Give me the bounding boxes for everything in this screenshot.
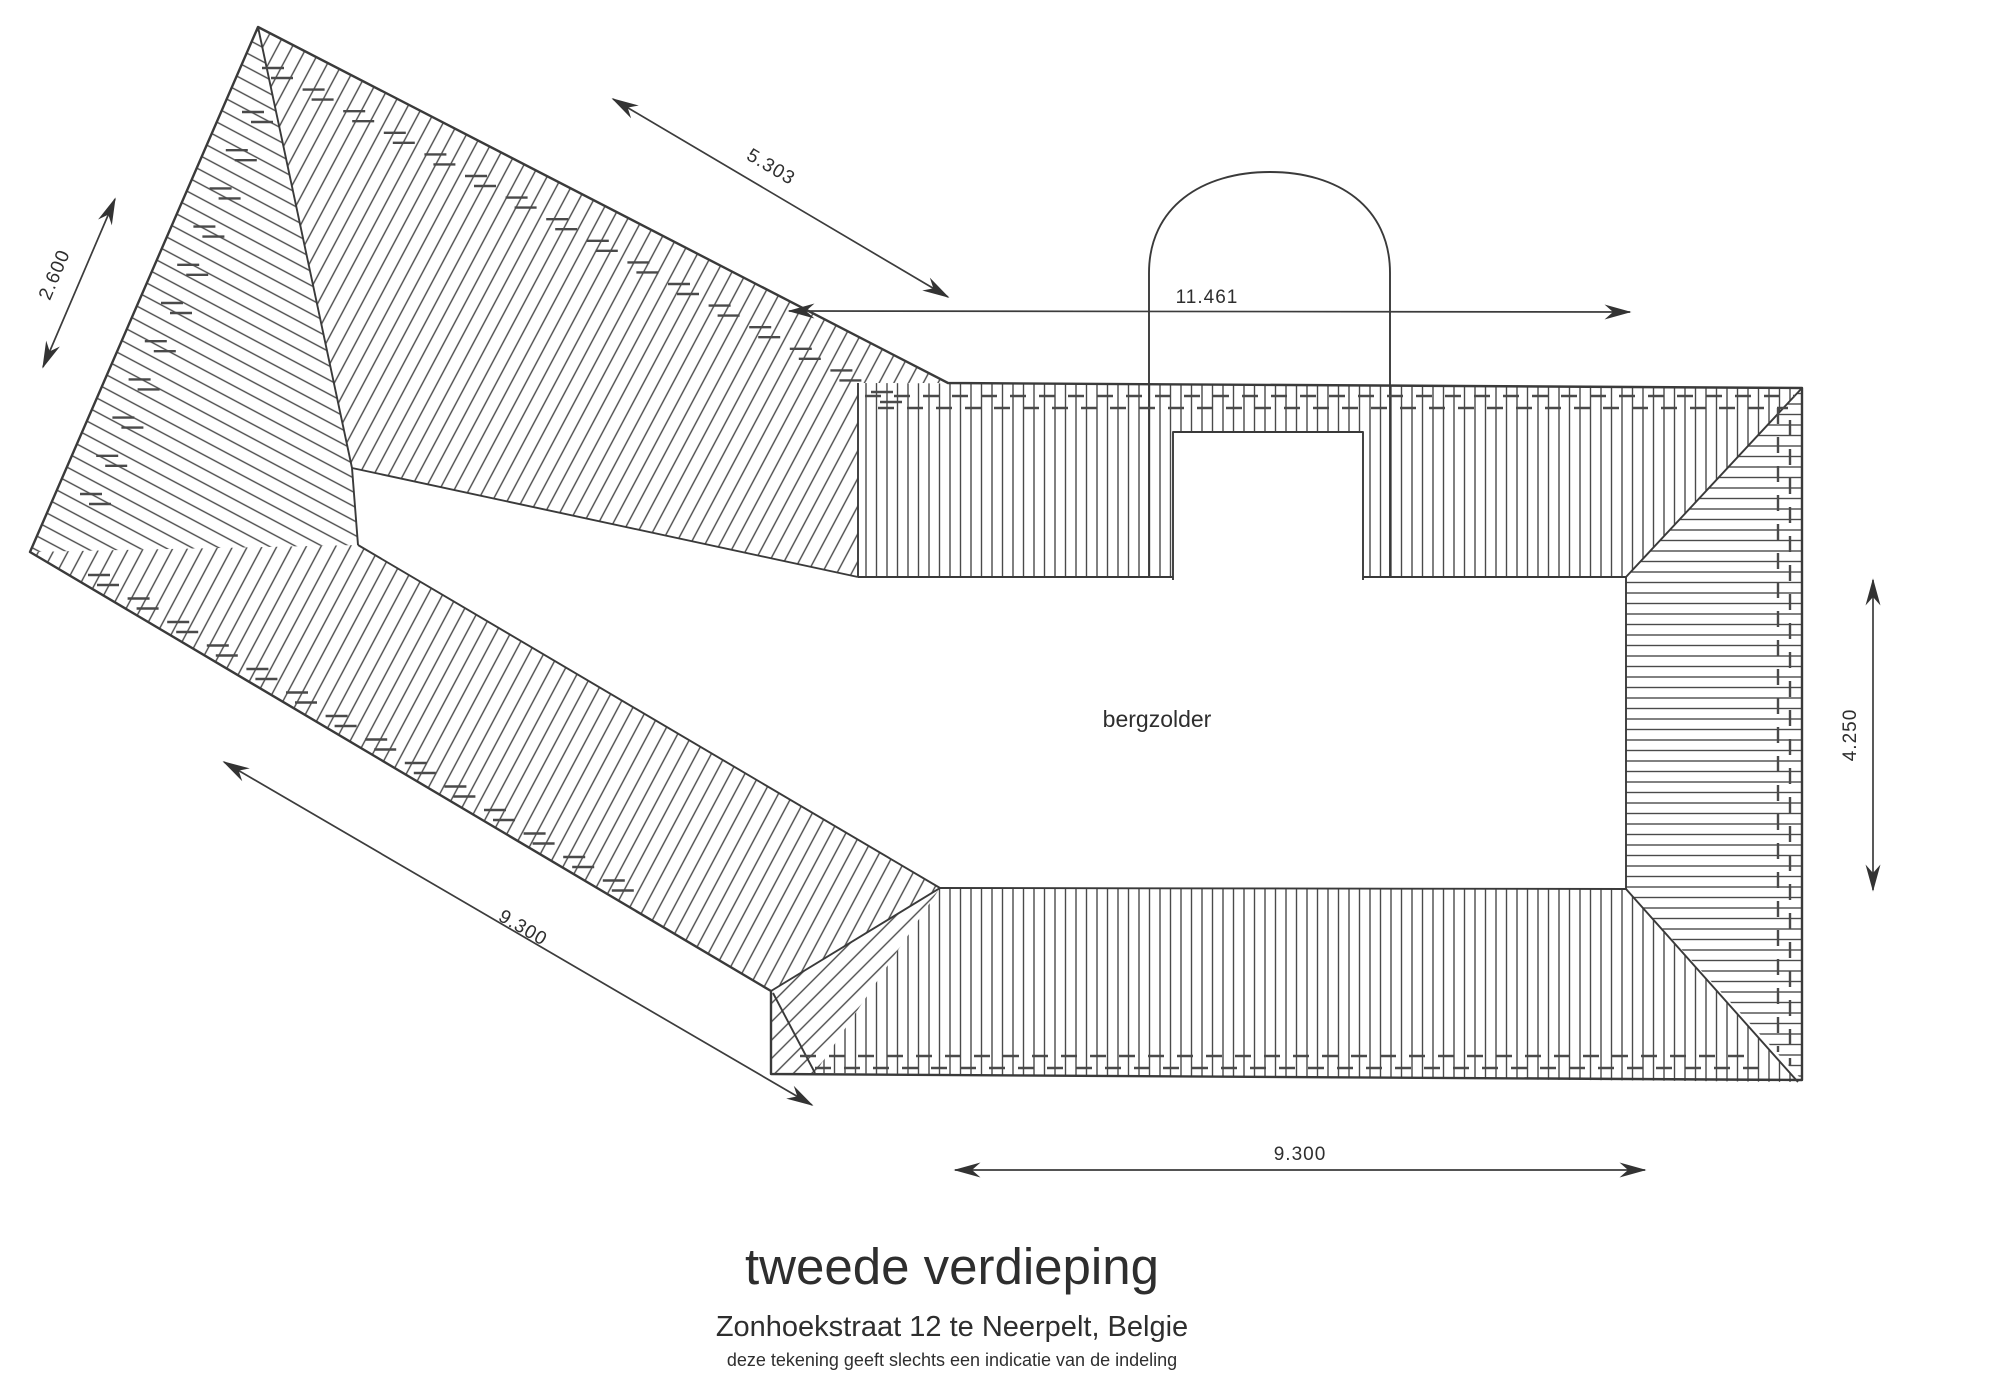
title-block: tweede verdieping Zonhoekstraat 12 te Ne… xyxy=(716,1238,1188,1370)
roof-planes xyxy=(30,27,1802,1082)
ridge-line xyxy=(257,26,353,469)
room-label: bergzolder xyxy=(1103,706,1212,732)
notch-outline xyxy=(1172,431,1364,580)
bottom-inner-edge xyxy=(939,887,1627,890)
dimension-bottom-width-label: 9.300 xyxy=(1274,1144,1327,1165)
dimension-right-height-label: 4.250 xyxy=(1840,709,1861,762)
plan-note: deze tekening geeft slechts een indicati… xyxy=(727,1350,1177,1370)
dimension-top-width: 11.461 xyxy=(787,287,1632,320)
dimension-right-height: 4.250 xyxy=(1840,578,1881,892)
building-lines xyxy=(28,25,1804,1083)
building-outline xyxy=(28,25,1804,1082)
plan-subtitle: Zonhoekstraat 12 te Neerpelt, Belgie xyxy=(716,1311,1188,1343)
plan-title: tweede verdieping xyxy=(745,1238,1159,1295)
roof-plane-sw-slope xyxy=(30,545,940,991)
dormer-arch xyxy=(1148,171,1391,577)
ridge-end-connector xyxy=(351,467,359,546)
hip-top-right xyxy=(1625,387,1803,578)
dimension-bottom-width: 9.300 xyxy=(953,1144,1647,1178)
sw-inner-edge xyxy=(357,544,941,889)
roof-plane-west-hip xyxy=(30,27,358,552)
dimension-nw-edge-label: 2.600 xyxy=(35,247,75,304)
dimension-top-width-label: 11.461 xyxy=(1176,287,1239,308)
roof-dashed-details xyxy=(80,66,1795,1070)
roof-plane-bottom-band xyxy=(815,888,1798,1082)
roof-plane-ne-slope xyxy=(258,27,948,577)
roof-plane-right-hip xyxy=(1626,388,1802,1080)
ne-inner-edge xyxy=(351,467,859,578)
dimension-nw-edge: 2.600 xyxy=(35,197,116,369)
hip-bottom-right xyxy=(1625,888,1799,1083)
dimension-sw-eave-label: 9.300 xyxy=(495,906,551,951)
notch-cutout xyxy=(1173,432,1363,577)
dimension-ne-eave-label: 5.303 xyxy=(743,145,799,190)
